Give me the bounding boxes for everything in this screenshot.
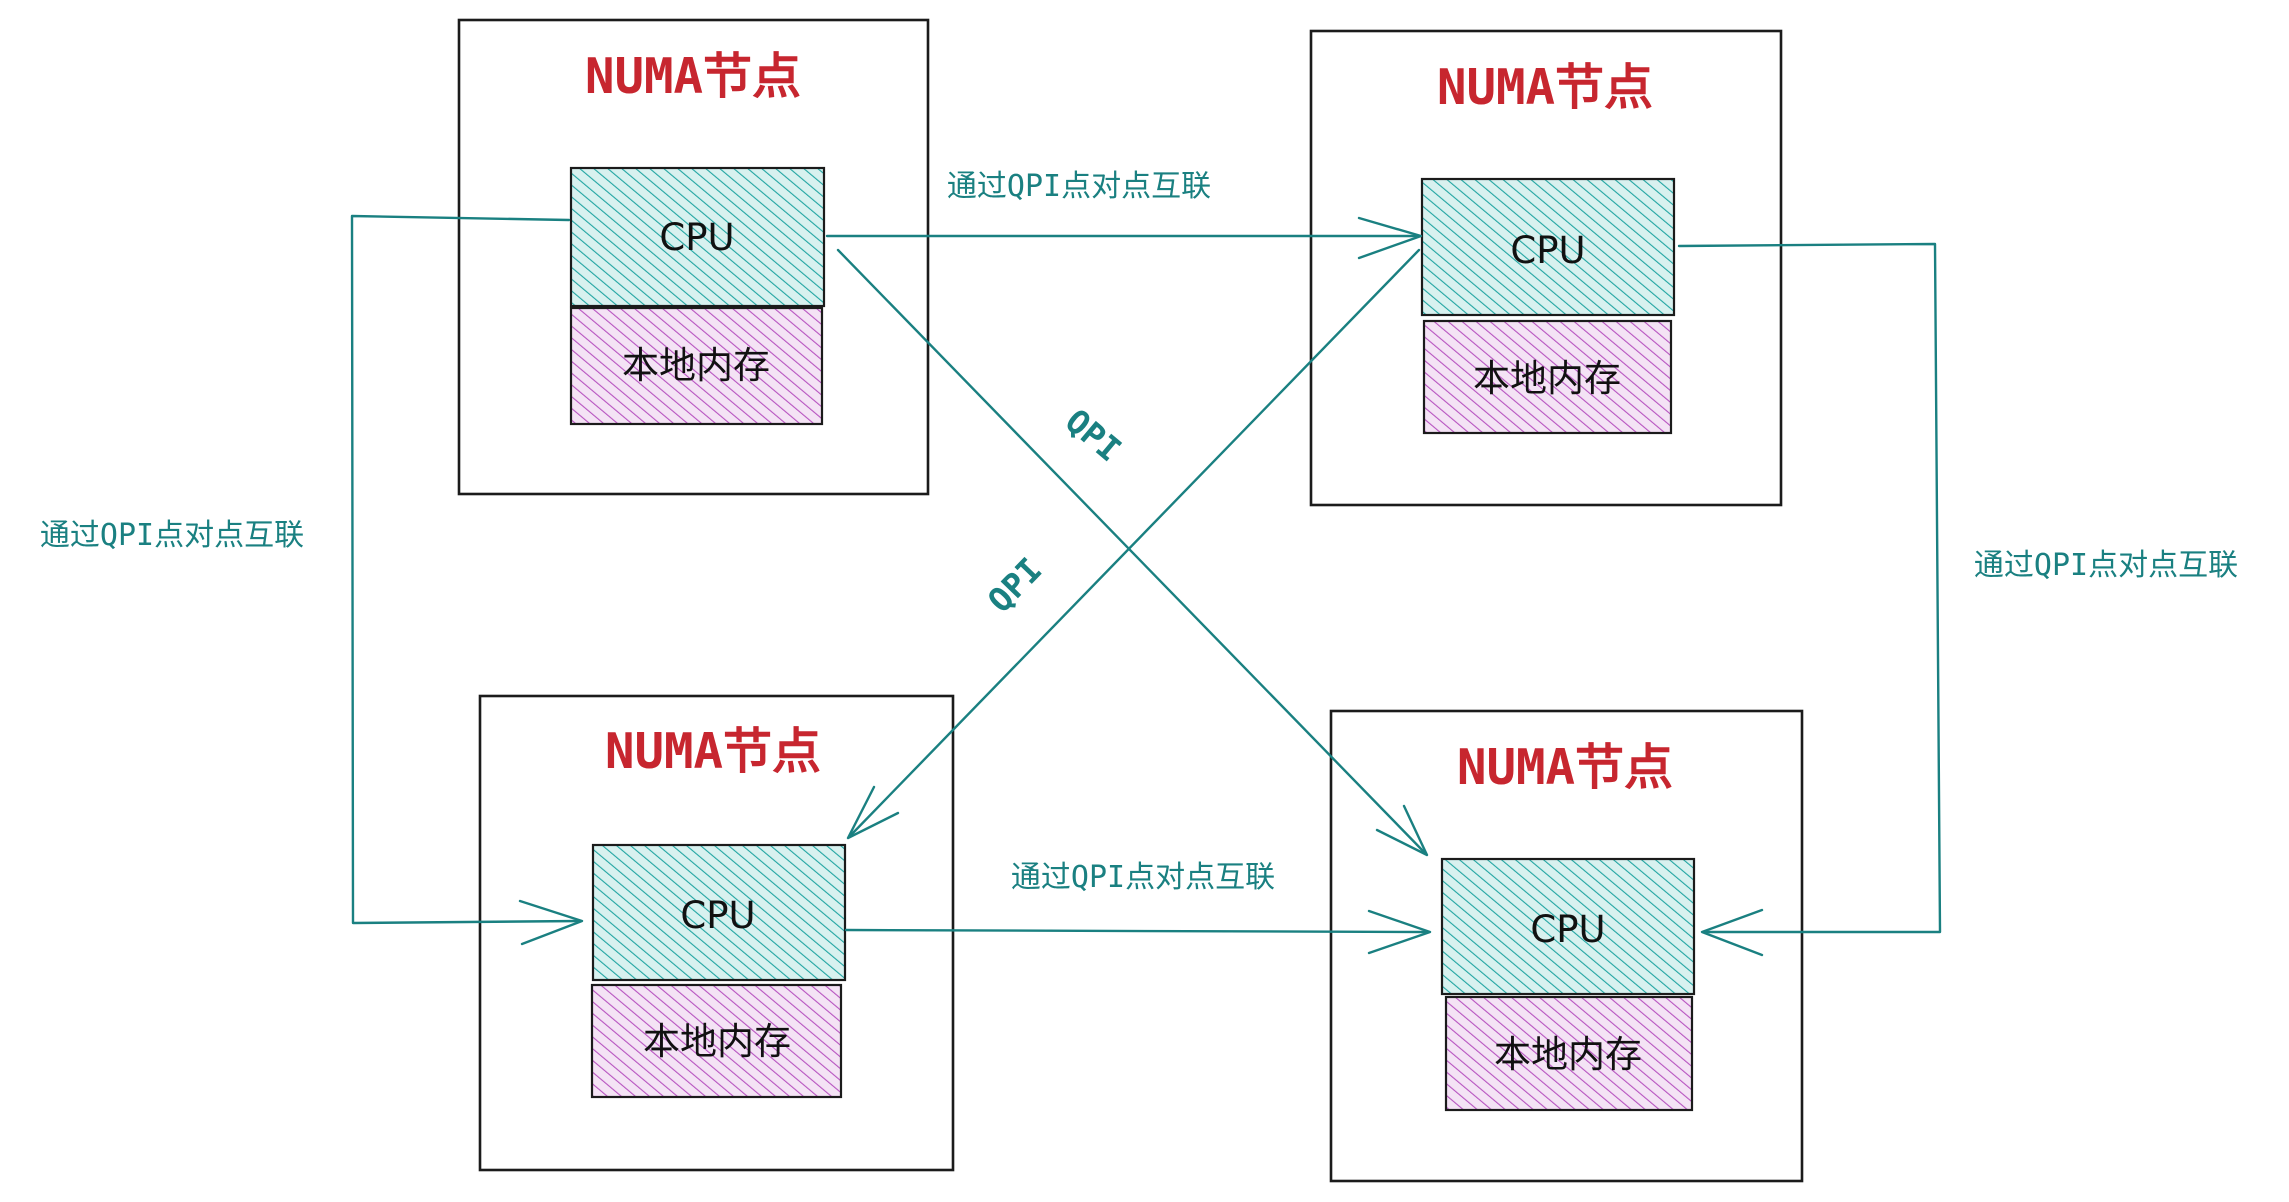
- numa-node-top-left: NUMA节点 CPU 本地内存: [457, 18, 930, 496]
- numa-node-bottom-right: NUMA节点 CPU 本地内存: [1329, 709, 1804, 1183]
- arrowhead-icon: [518, 899, 584, 946]
- local-memory-label: 本地内存: [622, 344, 770, 387]
- numa-node-top-right: NUMA节点 CPU 本地内存: [1309, 29, 1783, 507]
- connector-line: [836, 248, 1427, 855]
- node-frame: [457, 18, 930, 496]
- local-memory-label: 本地内存: [1494, 1033, 1642, 1076]
- link-top-horizontal: 通过QPI点对点互联: [825, 169, 1423, 260]
- link-right-vertical: 通过QPI点对点互联: [1677, 242, 2238, 957]
- local-memory-label: 本地内存: [1473, 357, 1621, 400]
- node-title: NUMA节点: [585, 48, 801, 105]
- cpu-label: CPU: [1510, 229, 1585, 272]
- node-title: NUMA节点: [605, 723, 821, 780]
- arrowhead-icon: [846, 785, 900, 840]
- connector-line: [844, 928, 1430, 934]
- link-label: 通过QPI点对点互联: [947, 169, 1211, 204]
- cpu-block: [569, 166, 826, 308]
- numa-node-bottom-left: NUMA节点 CPU 本地内存: [478, 694, 955, 1172]
- cpu-block: [1440, 857, 1696, 996]
- local-memory-block: [569, 306, 824, 426]
- local-memory-block: [590, 983, 843, 1099]
- link-bottom-horizontal: 通过QPI点对点互联: [844, 860, 1432, 955]
- link-left-vertical: 通过QPI点对点互联: [40, 214, 584, 946]
- qpi-label: QPI: [1058, 401, 1129, 469]
- local-memory-block: [1444, 995, 1694, 1112]
- arrowhead-icon: [1367, 909, 1432, 955]
- cpu-block: [1420, 177, 1676, 317]
- link-diagonal-down: QPI: [836, 248, 1429, 857]
- local-memory-label: 本地内存: [643, 1020, 791, 1063]
- node-frame: [1329, 709, 1804, 1183]
- cpu-label: CPU: [1530, 908, 1605, 951]
- node-title: NUMA节点: [1457, 739, 1673, 796]
- link-label: 通过QPI点对点互联: [40, 518, 304, 553]
- connector-line: [1677, 242, 1942, 934]
- local-memory-block: [1422, 319, 1673, 435]
- arrowhead-icon: [1375, 804, 1429, 857]
- arrowhead-icon: [1357, 216, 1423, 260]
- link-label: 通过QPI点对点互联: [1974, 548, 2238, 583]
- node-title: NUMA节点: [1437, 59, 1653, 116]
- connector-line: [350, 214, 582, 925]
- arrowhead-icon: [1700, 908, 1764, 957]
- node-frame: [1309, 29, 1783, 507]
- qpi-label: QPI: [980, 550, 1049, 620]
- cpu-block: [591, 843, 847, 982]
- node-frame: [478, 694, 955, 1172]
- cpu-label: CPU: [659, 216, 734, 259]
- connector-line: [848, 248, 1421, 838]
- link-diagonal-up: QPI: [846, 248, 1421, 840]
- cpu-label: CPU: [680, 894, 755, 937]
- link-label: 通过QPI点对点互联: [1011, 860, 1275, 895]
